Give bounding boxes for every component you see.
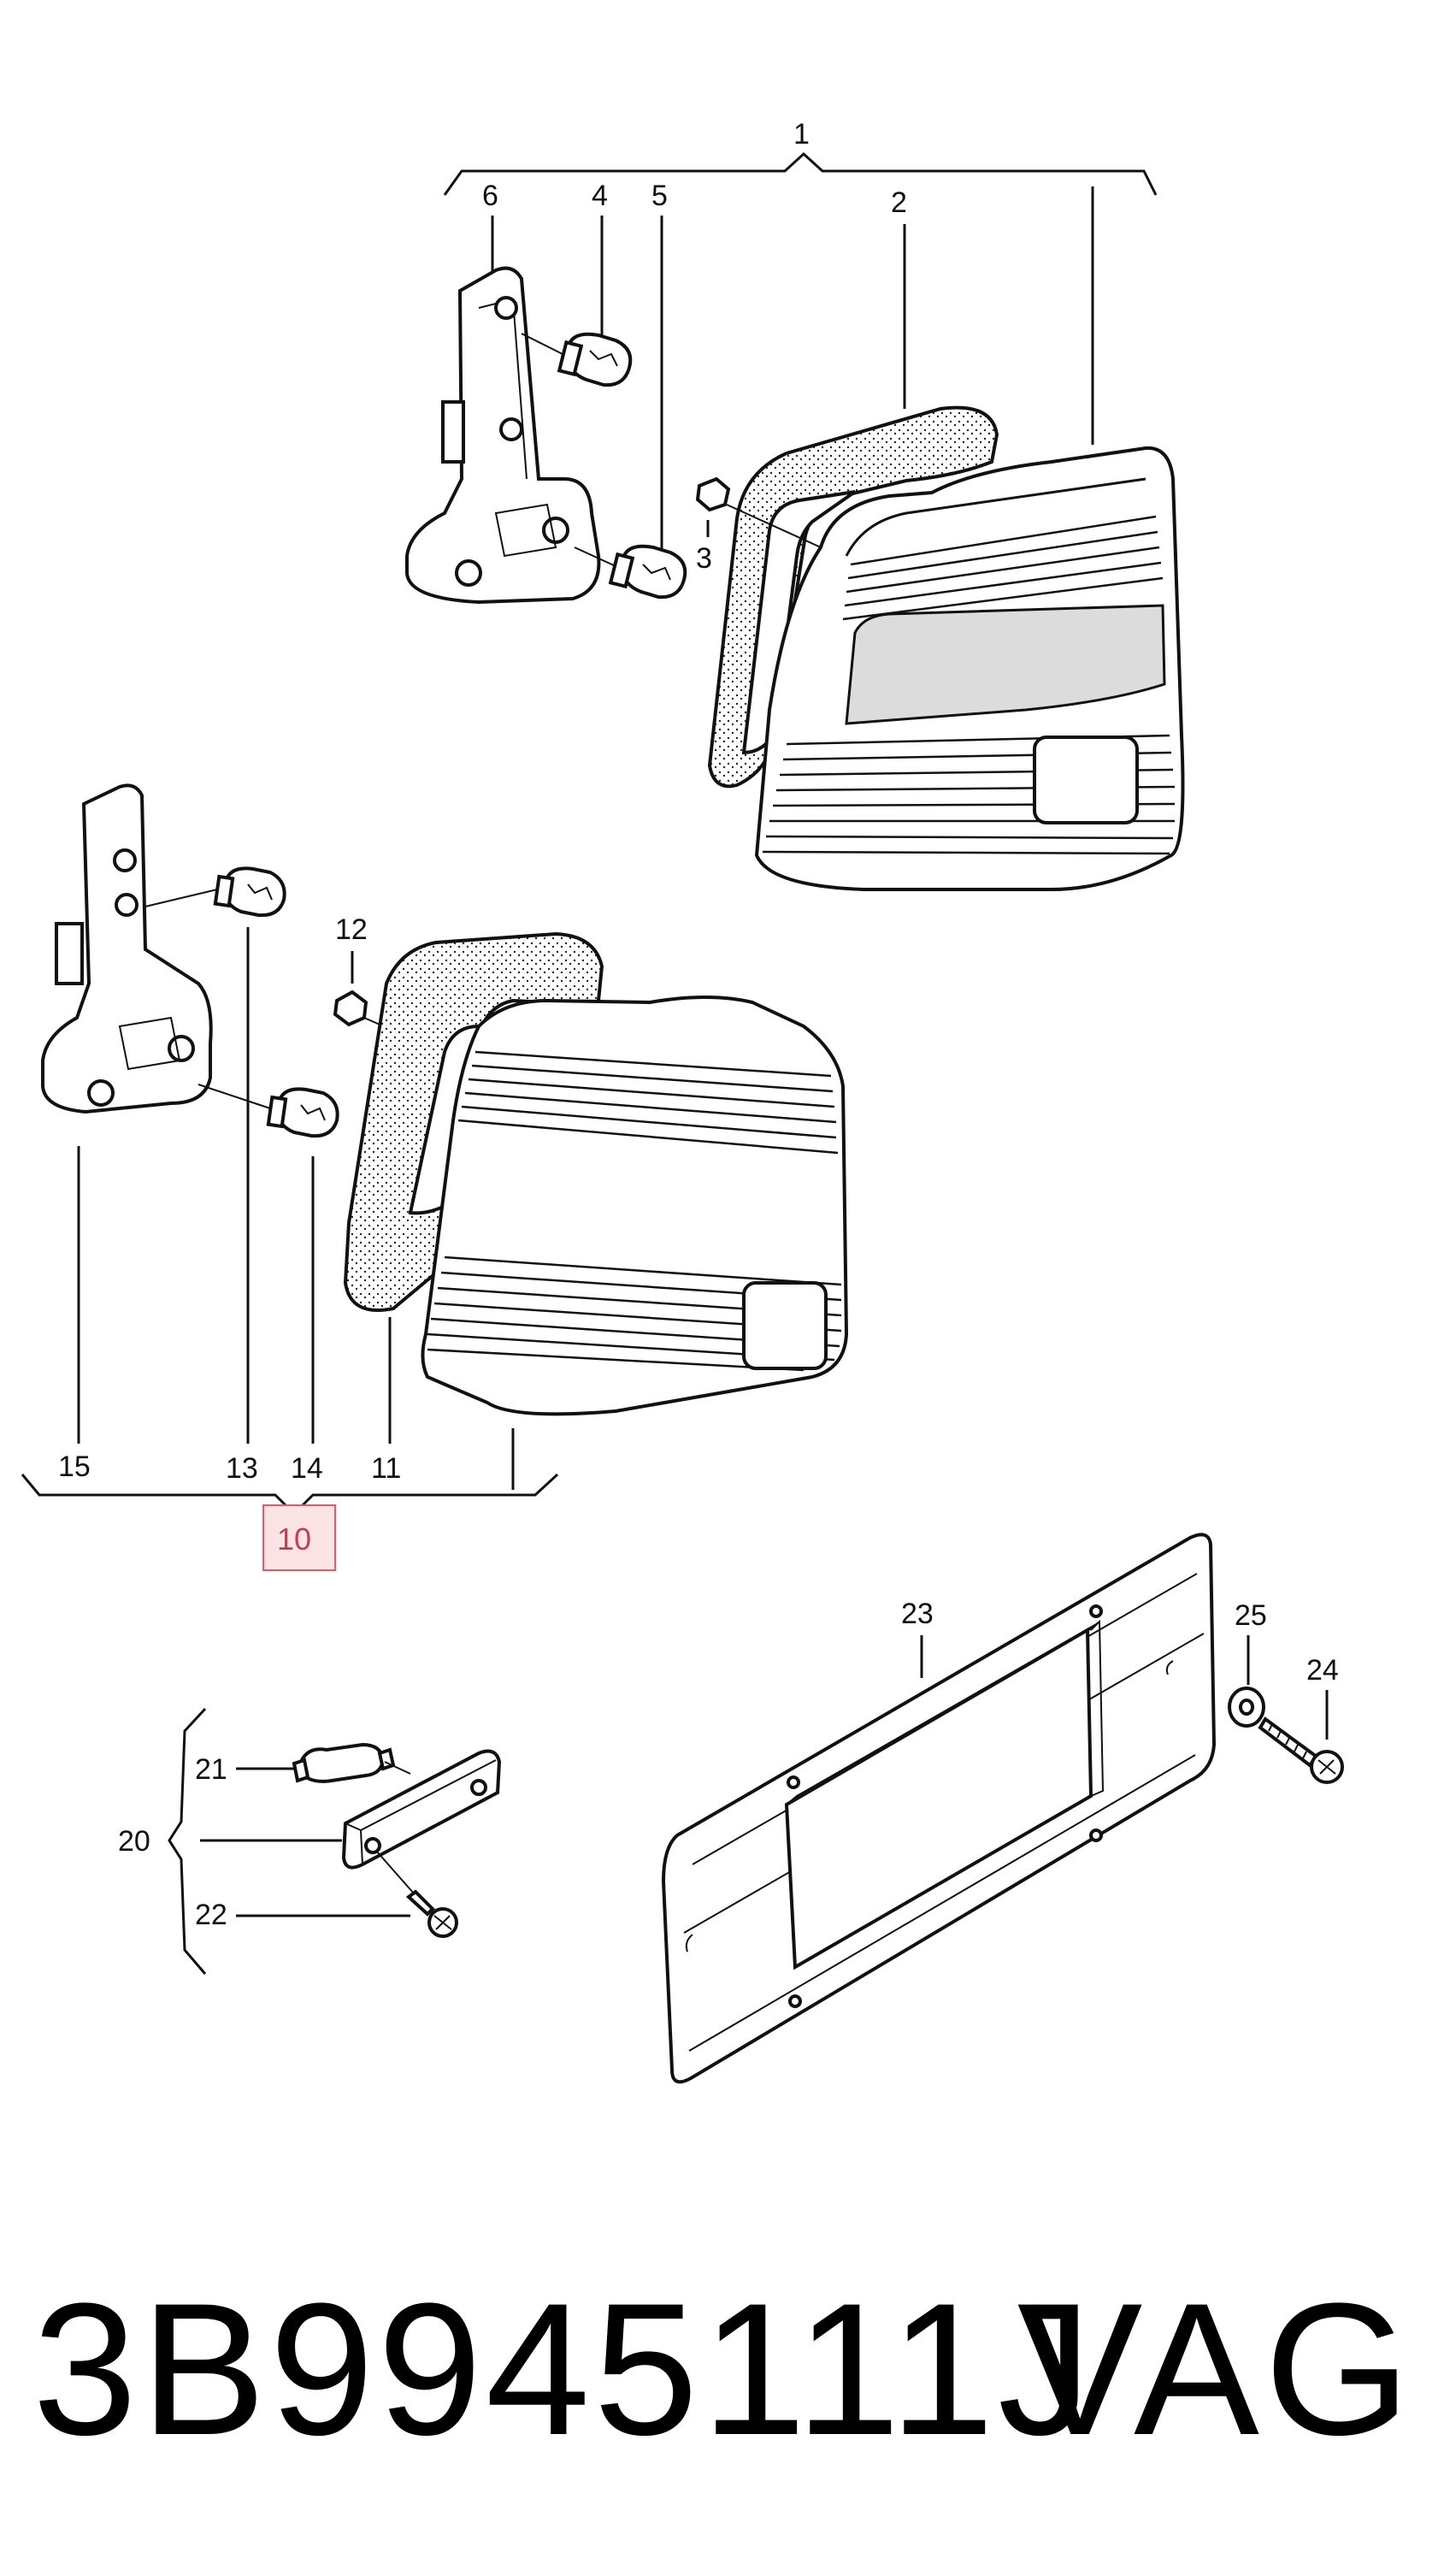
callout-23: 23 [901, 1598, 934, 1630]
nut-12 [333, 990, 368, 1027]
gasket-upper [707, 405, 999, 789]
callout-2: 2 [891, 186, 907, 219]
bulb-4 [557, 332, 633, 387]
screw-24 [1258, 1716, 1344, 1784]
callout-20: 20 [118, 1825, 150, 1858]
license-plate-panel-assembly: 23 25 24 [661, 1533, 1344, 2084]
bulb-5 [608, 544, 687, 600]
highlight-box-10 [262, 1504, 336, 1571]
nut-3 [695, 476, 731, 512]
brand-name: VAG [1017, 2264, 1416, 2474]
lamp-housing-20 [341, 1749, 502, 1870]
callout-6: 6 [482, 180, 498, 212]
part-number: 3B9945111J [32, 2264, 1095, 2474]
upper-taillight-assembly: 1 2 3 [405, 118, 1185, 891]
callout-25: 25 [1235, 1599, 1267, 1632]
callout-24: 24 [1306, 1654, 1339, 1687]
bracket-1 [443, 151, 1158, 196]
callout-4: 4 [592, 180, 608, 212]
callout-21: 21 [195, 1753, 227, 1786]
screw-22 [405, 1889, 458, 1938]
lens-stripes-lower [427, 1050, 842, 1372]
callout-3: 3 [696, 542, 712, 575]
festoon-bulb-21 [292, 1742, 396, 1783]
callout-22: 22 [195, 1899, 227, 1931]
lower-taillight-assembly: 12 [21, 783, 849, 1571]
callout-1: 1 [793, 118, 810, 151]
callout-11: 11 [371, 1452, 401, 1485]
callout-12: 12 [335, 913, 368, 946]
gasket-lower [343, 931, 604, 1312]
footer: 3B9945111J VAG [0, 2241, 1450, 2497]
brace-20 [168, 1707, 207, 1975]
bulb-13 [213, 866, 286, 918]
callout-14: 14 [291, 1452, 323, 1485]
callout-15: 15 [58, 1450, 91, 1483]
callout-13: 13 [226, 1452, 258, 1485]
bulb-holder-lower [41, 783, 213, 1114]
callout-5: 5 [651, 180, 668, 212]
license-plate-lamp-assembly: 20 21 22 [118, 1707, 502, 1975]
parts-diagram: 1 2 3 [21, 118, 1344, 2084]
bulb-14 [266, 1087, 339, 1138]
washer-25 [1228, 1687, 1265, 1728]
reflector-window-upper [845, 604, 1166, 725]
callout-10: 10 [277, 1521, 311, 1557]
